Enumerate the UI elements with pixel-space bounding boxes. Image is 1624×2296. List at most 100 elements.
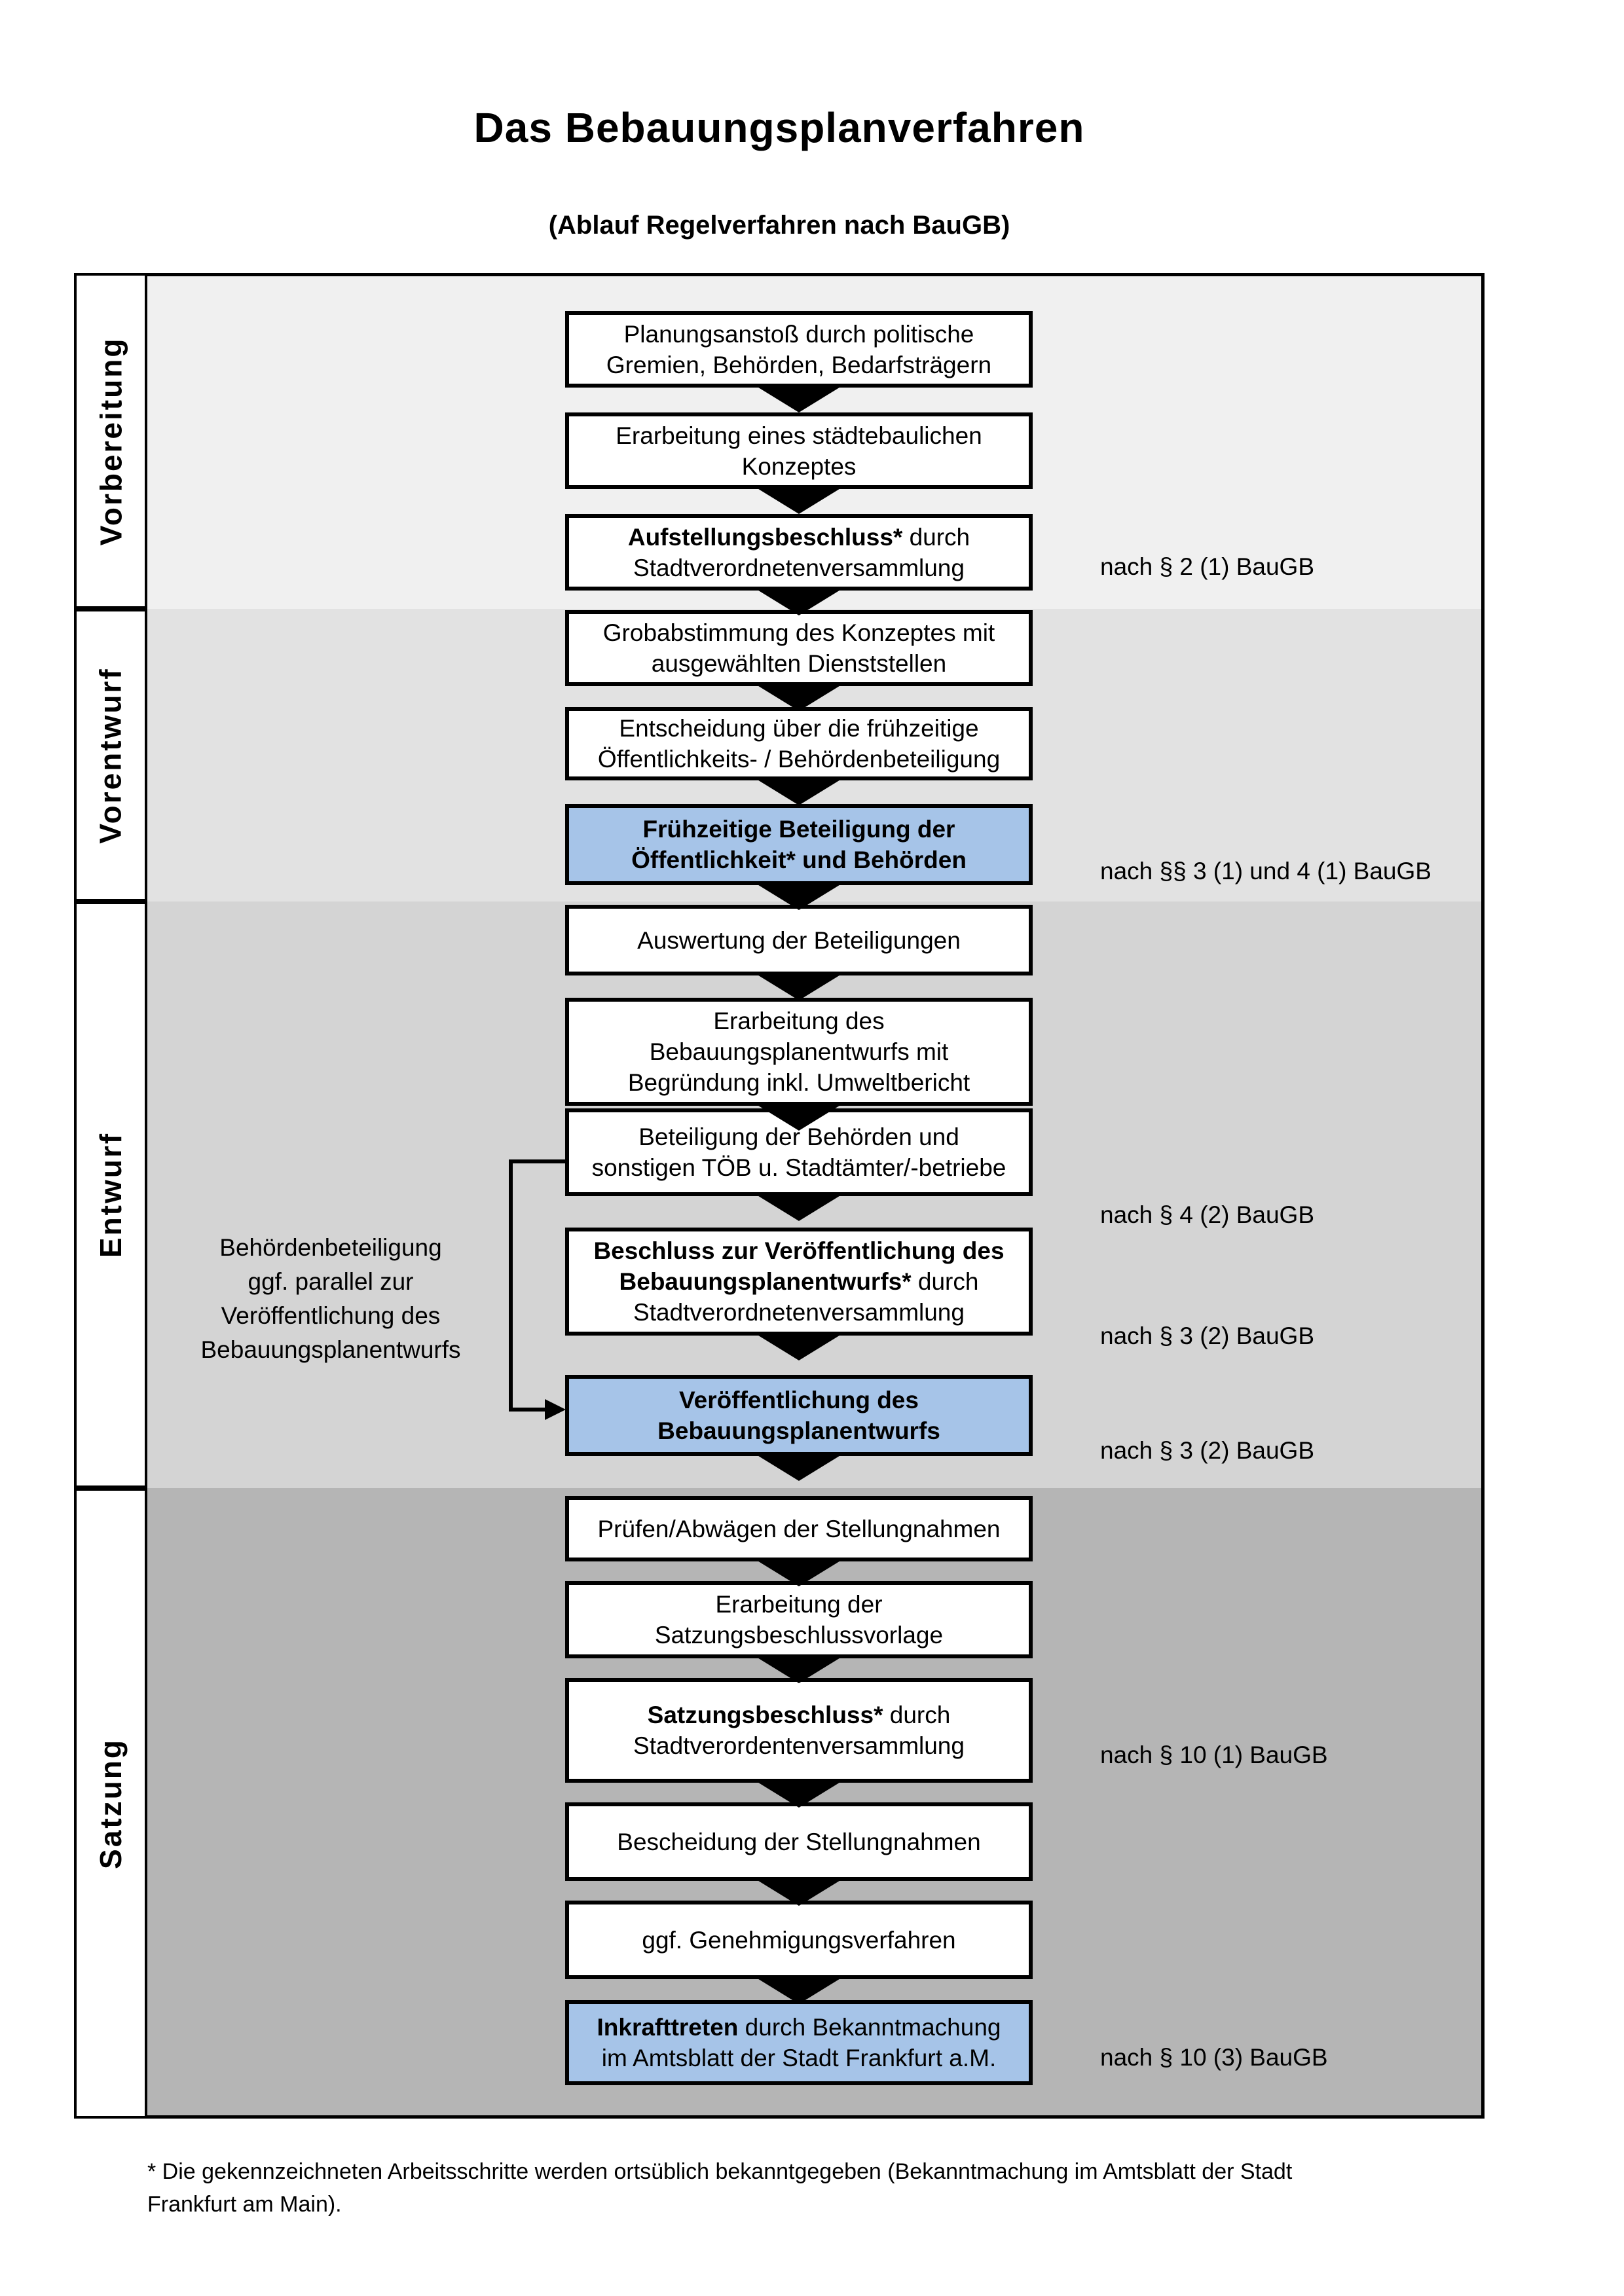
- step-line-rest: durch: [902, 523, 970, 551]
- arrow-down-icon: [756, 884, 841, 910]
- step-planungsanstoss: Planungsanstoß durch politische Gremien,…: [565, 311, 1033, 388]
- page-title: Das Bebauungsplanverfahren: [473, 104, 1085, 151]
- arrow-down-icon: [756, 1195, 841, 1221]
- connector-line: [509, 1159, 513, 1410]
- step-staedtebauliches-konzept: Erarbeitung eines städtebaulichen Konzep…: [565, 412, 1033, 489]
- step-satzungsbeschluss: Satzungsbeschluss* durch Stadtverordente…: [565, 1678, 1033, 1783]
- step-line: Gremien, Behörden, Bedarfsträgern: [606, 351, 992, 378]
- step-line: Aufstellungsbeschluss* durch: [628, 522, 970, 553]
- step-line-bold: Beschluss zur Veröffentlichung des: [593, 1237, 1005, 1264]
- step-bescheidung: Bescheidung der Stellungnahmen: [565, 1802, 1033, 1881]
- arrow-down-icon: [756, 779, 841, 805]
- footnote: * Die gekennzeichneten Arbeitsschritte w…: [147, 2155, 1536, 2221]
- step-line: Inkrafttreten durch Bekanntmachung: [597, 2012, 1001, 2043]
- parallel-note-line: ggf. parallel zur: [248, 1268, 414, 1295]
- step-line: ausgewählten Dienststellen: [651, 650, 947, 677]
- footnote-line: Frankfurt am Main).: [147, 2192, 342, 2217]
- connector-line: [509, 1159, 566, 1163]
- step-aufstellungsbeschluss: Aufstellungsbeschluss* durch Stadtverord…: [565, 514, 1033, 591]
- page-subtitle: (Ablauf Regelverfahren nach BauGB): [548, 211, 1010, 240]
- legal-ref-par3-2a: nach § 3 (2) BauGB: [1100, 1322, 1315, 1349]
- step-line: Öffentlichkeit* und Behörden: [631, 847, 967, 873]
- step-line: Erarbeitung des: [713, 1008, 885, 1034]
- arrow-down-icon: [756, 1104, 841, 1131]
- arrow-down-icon: [756, 685, 841, 711]
- step-line-rest: durch Bekanntmachung: [738, 2014, 1001, 2041]
- phase-label-entwurf: Entwurf: [74, 902, 147, 1488]
- step-line-bold: Inkrafttreten: [597, 2014, 739, 2041]
- arrow-down-icon: [756, 386, 841, 412]
- step-line: Satzungsbeschlussvorlage: [654, 1622, 944, 1649]
- step-line: Auswertung der Beteiligungen: [637, 926, 961, 954]
- step-line: Bebauungsplanentwurfs* durch: [619, 1266, 979, 1297]
- step-line-bold: Satzungsbeschluss*: [647, 1702, 883, 1728]
- phase-label-vorbereitung: Vorbereitung: [74, 273, 147, 609]
- legal-ref-par10-3: nach § 10 (3) BauGB: [1100, 2044, 1328, 2071]
- step-line: Veröffentlichung des: [679, 1387, 919, 1413]
- step-line: Satzungsbeschluss* durch: [648, 1700, 951, 1730]
- arrow-down-icon: [756, 1560, 841, 1586]
- step-inkrafttreten: Inkrafttreten durch Bekanntmachung im Am…: [565, 2000, 1033, 2085]
- step-grobabstimmung: Grobabstimmung des Konzeptes mit ausgewä…: [565, 610, 1033, 686]
- step-line: Frühzeitige Beteiligung der: [642, 816, 955, 843]
- step-line-rest: durch: [883, 1702, 951, 1728]
- connector-line: [509, 1408, 545, 1412]
- phase-label-vorentwurf: Vorentwurf: [74, 609, 147, 902]
- step-line: Grobabstimmung des Konzeptes mit: [602, 619, 995, 646]
- step-line: ggf. Genehmigungsverfahren: [642, 1926, 956, 1954]
- step-fruehzeitige-beteiligung: Frühzeitige Beteiligung der Öffentlichke…: [565, 804, 1033, 885]
- step-auswertung: Auswertung der Beteiligungen: [565, 905, 1033, 975]
- step-line: Prüfen/Abwägen der Stellungnahmen: [597, 1515, 1001, 1542]
- step-line: Bebauungsplanentwurfs: [657, 1417, 940, 1444]
- step-line: Bebauungsplanentwurfs mit: [649, 1038, 949, 1065]
- step-line: Öffentlichkeits- / Behördenbeteiligung: [597, 746, 1001, 773]
- arrow-down-icon: [756, 1781, 841, 1808]
- step-line: Stadtverordnetenversammlung: [633, 1299, 965, 1326]
- arrow-down-icon: [756, 1334, 841, 1360]
- parallel-note: Behördenbeteiligung ggf. parallel zur Ve…: [154, 1231, 507, 1367]
- arrow-down-icon: [756, 488, 841, 514]
- phase-label-text: Vorentwurf: [94, 666, 128, 844]
- step-line-bold: Bebauungsplanentwurfs*: [619, 1268, 912, 1295]
- step-line-rest: durch: [911, 1268, 979, 1295]
- step-entscheidung-beteiligung: Entscheidung über die frühzeitige Öffent…: [565, 707, 1033, 780]
- step-line: Erarbeitung der: [715, 1591, 883, 1618]
- step-line: Bescheidung der Stellungnahmen: [617, 1828, 981, 1855]
- parallel-note-line: Behördenbeteiligung: [219, 1234, 442, 1261]
- step-line: im Amtsblatt der Stadt Frankfurt a.M.: [601, 2045, 997, 2071]
- step-erarbeitung-entwurf: Erarbeitung des Bebauungsplanentwurfs mi…: [565, 998, 1033, 1106]
- arrow-down-icon: [756, 589, 841, 615]
- phase-label-text: Vorbereitung: [94, 337, 128, 545]
- arrow-down-icon: [756, 1880, 841, 1906]
- step-pruefen-abwaegen: Prüfen/Abwägen der Stellungnahmen: [565, 1496, 1033, 1561]
- step-beschluss-veroeffentlichung: Beschluss zur Veröffentlichung des Bebau…: [565, 1228, 1033, 1336]
- legal-ref-par2: nach § 2 (1) BauGB: [1100, 553, 1315, 580]
- step-line: Planungsanstoß durch politische: [623, 320, 974, 348]
- parallel-note-line: Bebauungsplanentwurfs: [200, 1336, 461, 1363]
- step-line: Stadtverordnetenversammlung: [633, 554, 965, 581]
- legal-ref-par10-1: nach § 10 (1) BauGB: [1100, 1741, 1328, 1768]
- arrow-down-icon: [756, 1455, 841, 1481]
- step-line: Stadtverordentenversammlung: [633, 1732, 965, 1759]
- phase-label-text: Entwurf: [94, 1131, 128, 1258]
- step-line: sonstigen TÖB u. Stadtämter/-betriebe: [591, 1154, 1006, 1181]
- connector-arrow-right-icon: [545, 1399, 566, 1420]
- arrow-down-icon: [756, 974, 841, 1000]
- footnote-line: * Die gekennzeichneten Arbeitsschritte w…: [147, 2159, 1293, 2184]
- step-satzungsbeschlussvorlage: Erarbeitung der Satzungsbeschlussvorlage: [565, 1581, 1033, 1658]
- arrow-down-icon: [756, 1978, 841, 2004]
- step-veroeffentlichung: Veröffentlichung des Bebauungsplanentwur…: [565, 1375, 1033, 1456]
- step-genehmigungsverfahren: ggf. Genehmigungsverfahren: [565, 1901, 1033, 1979]
- step-line-bold: Aufstellungsbeschluss*: [627, 523, 903, 551]
- step-line: Begründung inkl. Umweltbericht: [627, 1069, 970, 1096]
- step-line: Konzeptes: [741, 452, 857, 480]
- legal-ref-par3-4: nach §§ 3 (1) und 4 (1) BauGB: [1100, 858, 1431, 884]
- phase-label-text: Satzung: [94, 1738, 128, 1869]
- step-line: Erarbeitung eines städtebaulichen: [616, 422, 982, 449]
- phase-label-satzung: Satzung: [74, 1488, 147, 2119]
- arrow-down-icon: [756, 1657, 841, 1683]
- step-line: Entscheidung über die frühzeitige: [619, 715, 979, 742]
- parallel-note-line: Veröffentlichung des: [221, 1302, 441, 1329]
- legal-ref-par3-2b: nach § 3 (2) BauGB: [1100, 1437, 1315, 1464]
- legal-ref-par4-2: nach § 4 (2) BauGB: [1100, 1201, 1315, 1228]
